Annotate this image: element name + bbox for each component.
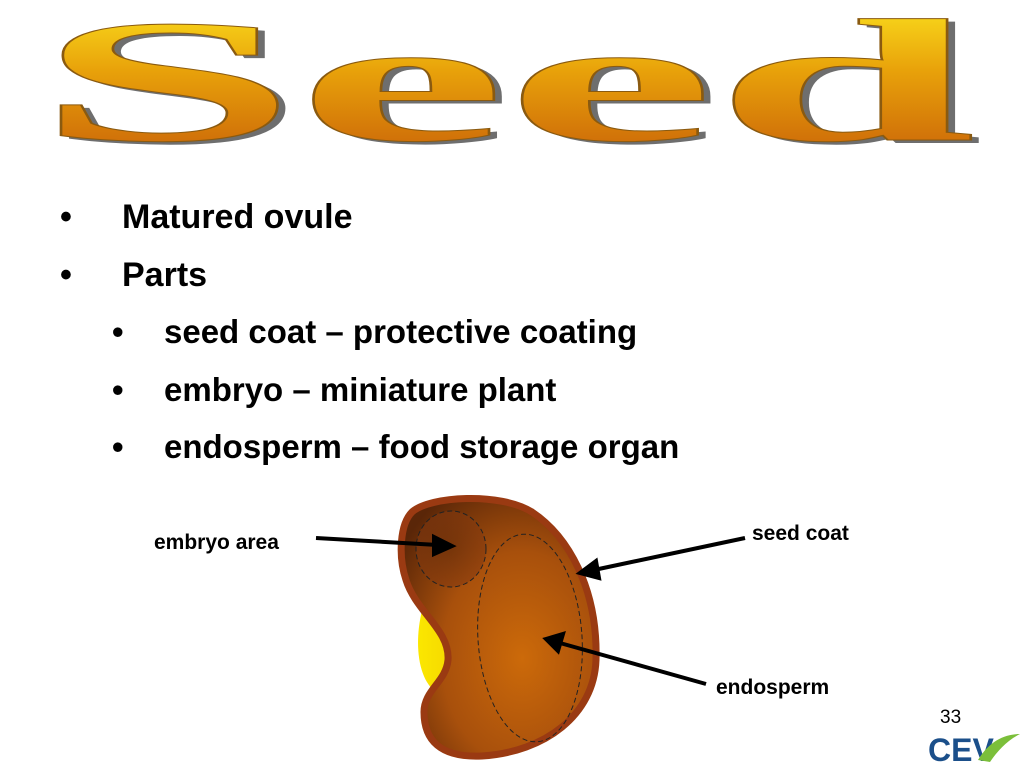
sub-bullet-text: endosperm – food storage organ: [164, 428, 680, 465]
endosperm-arrowhead: [542, 631, 566, 655]
page-title: Seed: [36, 0, 976, 170]
embryo-area-label: embryo area: [154, 531, 279, 554]
bullet-marker: •: [60, 256, 72, 294]
bullet-marker: •: [60, 198, 72, 236]
embryo-area-outline: [415, 510, 487, 588]
bullet-text: Parts: [122, 256, 208, 294]
logo-swoosh-icon: [978, 734, 1020, 762]
bullet-text: Matured ovule: [122, 198, 353, 236]
embryo-area-arrowhead: [432, 533, 457, 558]
seed-coat-arrow: [593, 536, 746, 572]
seed-coat-label: seed coat: [752, 522, 849, 545]
title-wordart: Seed Seed: [36, 0, 985, 170]
title-shadow: Seed: [44, 0, 984, 170]
endosperm-label: endosperm: [716, 676, 830, 699]
seed-coat-arrowhead: [575, 557, 602, 581]
endosperm-outline: [477, 533, 583, 743]
sub-bullet-text: seed coat – protective coating: [164, 313, 638, 350]
bullet-marker: •: [112, 428, 124, 465]
endosperm-arrow: [559, 641, 707, 686]
bullet-marker: •: [112, 313, 124, 350]
page-number: 33: [940, 707, 962, 728]
embryo-area-arrow: [315, 536, 439, 547]
sub-bullet-text: embryo – miniature plant: [164, 371, 557, 408]
bullet-list: • Matured ovule • Parts • seed coat – pr…: [60, 198, 680, 465]
bullet-marker: •: [112, 371, 124, 408]
cev-logo: CEV: [928, 732, 1020, 766]
